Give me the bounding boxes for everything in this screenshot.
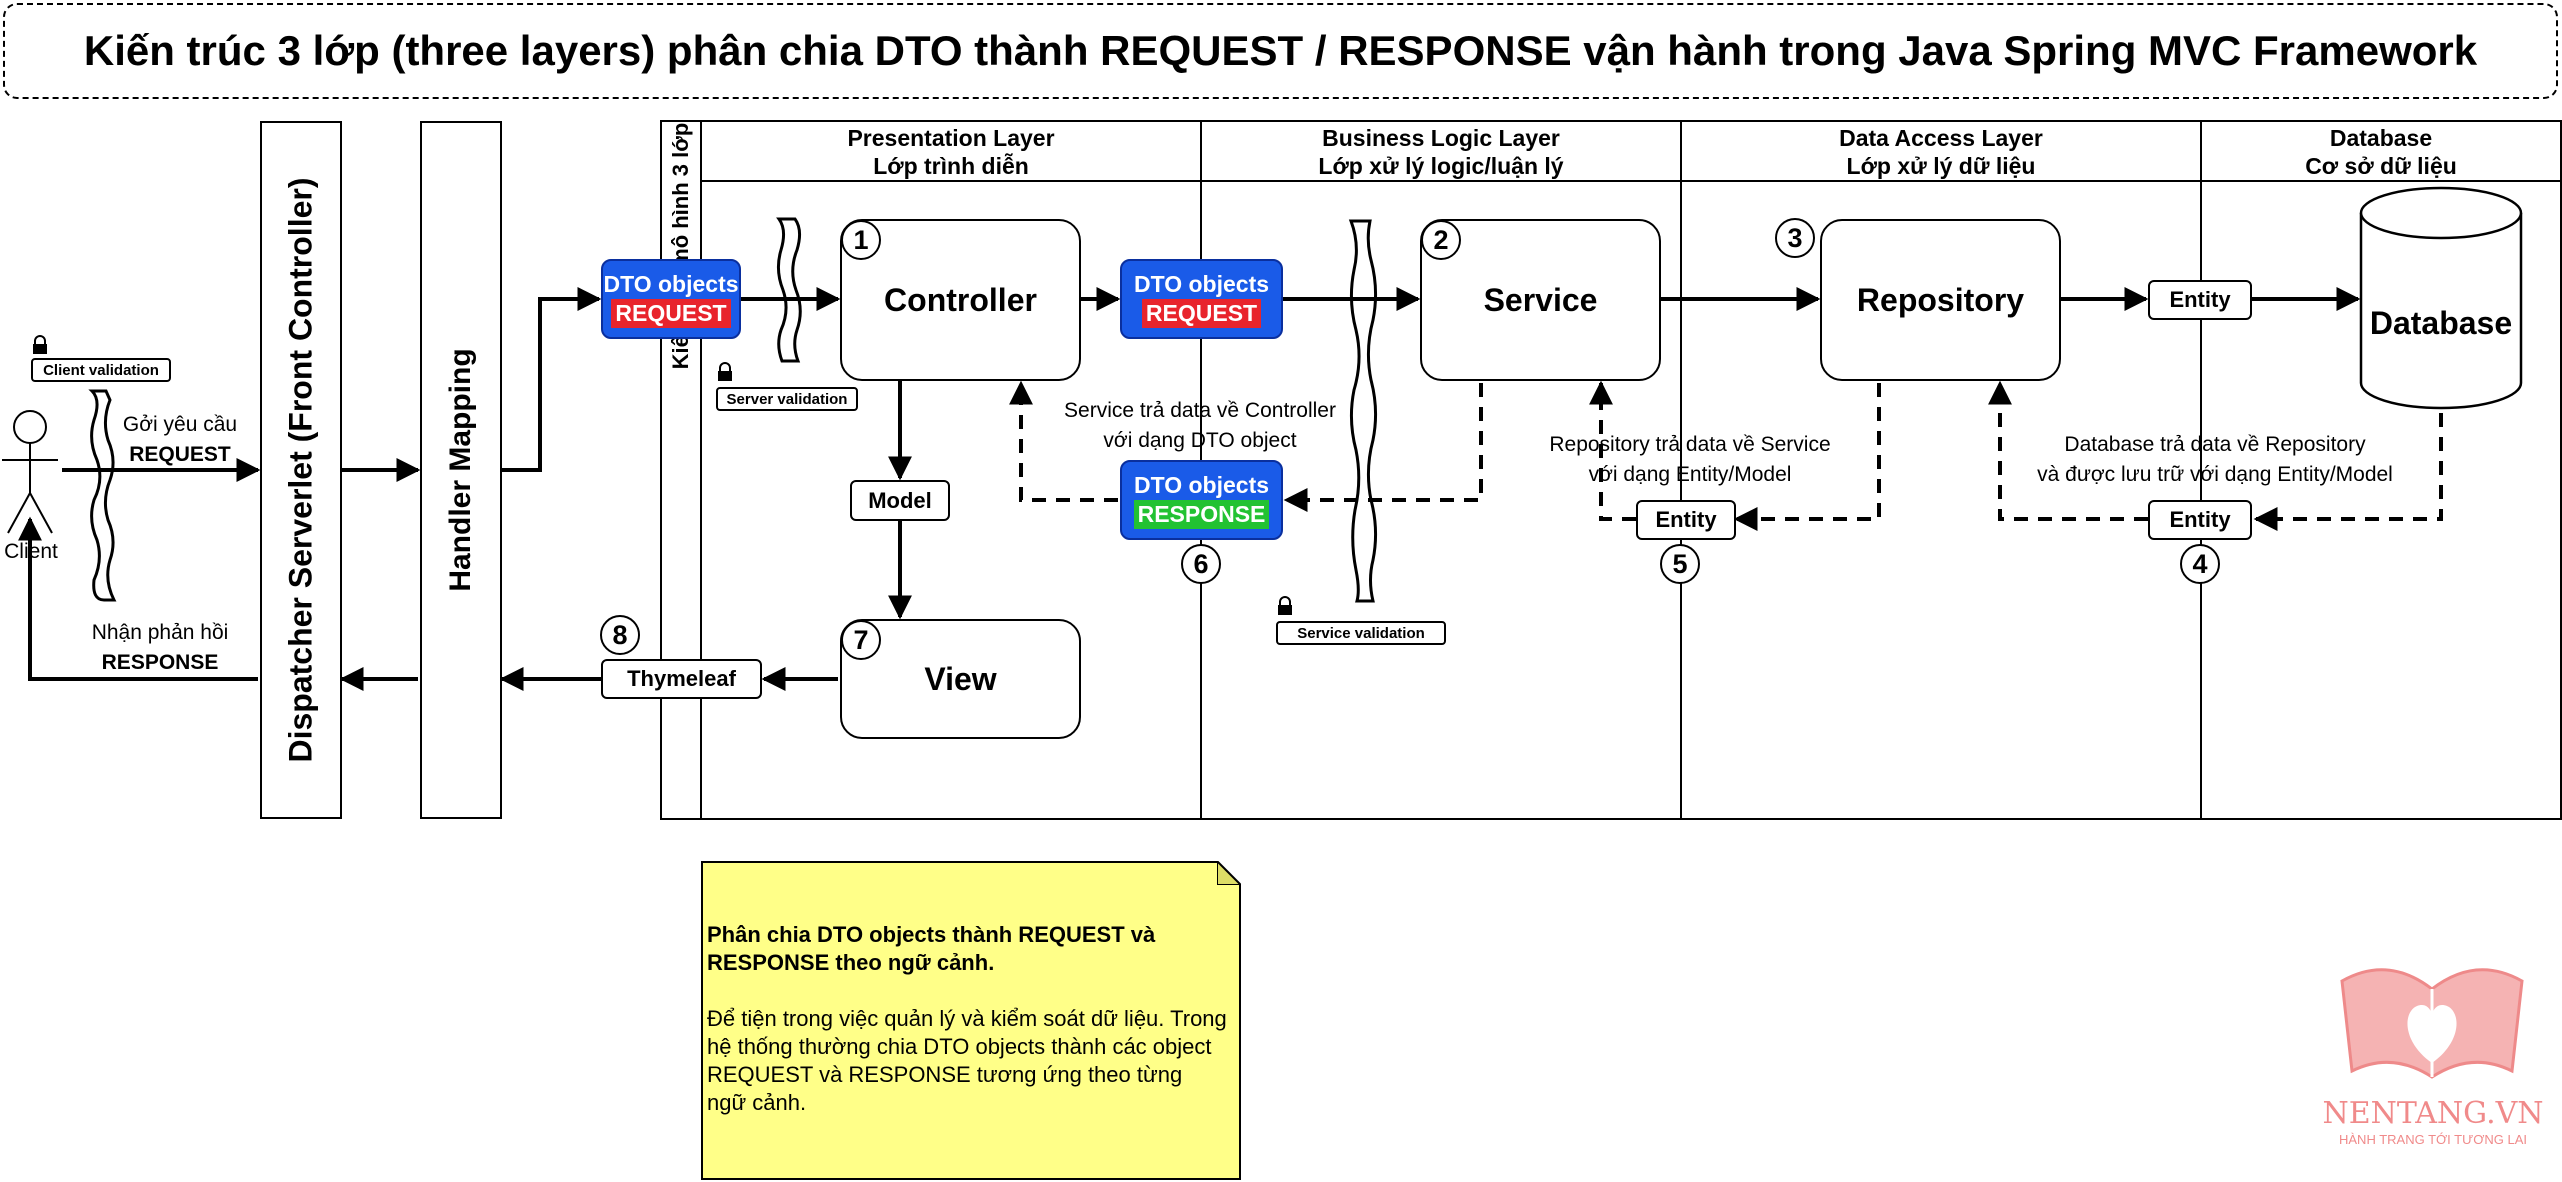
arrow-entity-to-repository <box>1988 380 2148 521</box>
arrow-database-to-entity <box>2253 413 2443 531</box>
lane-header-line1: Data Access Layer <box>1839 125 2043 151</box>
lane-header-line2: Cơ sở dữ liệu <box>2305 153 2457 179</box>
service-validation-bar <box>1348 219 1378 603</box>
step-8-badge: 8 <box>600 615 640 655</box>
request-label-line2: REQUEST <box>129 443 231 466</box>
dto-title: DTO objects <box>1133 472 1270 498</box>
request-label-line1: Gởi yêu cầu <box>122 413 238 436</box>
handler-mapping-label: Handler Mapping <box>444 348 477 592</box>
thymeleaf-tag: Thymeleaf <box>601 659 762 699</box>
label-repo-to-service: Repository trả data về Service với dạng … <box>1530 430 1850 490</box>
server-lock-icon <box>718 362 732 381</box>
note-heading: Phân chia DTO objects thành REQUEST và R… <box>707 922 1156 975</box>
dto-title: DTO objects <box>603 271 739 297</box>
label-line1: Database trả data về Repository <box>2064 433 2366 456</box>
watermark-brand: NENTANG.VN <box>2322 1096 2544 1131</box>
client-label: Client <box>4 540 58 563</box>
step-4-badge: 4 <box>2180 544 2220 584</box>
arrow-response-to-client <box>18 516 258 681</box>
entity-tag-return-repo: Entity <box>2148 500 2252 540</box>
dispatcher-servlet[interactable]: Dispatcher Serverlet (Front Controller) <box>260 121 342 819</box>
model-tag: Model <box>850 480 950 521</box>
client-lock-icon <box>33 335 47 354</box>
pool-title-wrap: Kiến trúc mô hình 3 lớp <box>661 121 701 819</box>
dto-response-business[interactable]: DTO objects RESPONSE <box>1120 460 1283 540</box>
lane-header-database: Database Cơ sở dữ liệu <box>2201 124 2561 180</box>
watermark-tagline: HÀNH TRANG TỚI TƯƠNG LAI <box>2339 1132 2527 1147</box>
validation-bars <box>88 217 1378 603</box>
arrow-handler-to-dto <box>502 287 602 472</box>
lane-header-business: Business Logic Layer Lớp xử lý logic/luậ… <box>1201 124 1681 180</box>
step-6-badge: 6 <box>1181 544 1221 584</box>
client-validation-tag: Client validation <box>31 358 171 382</box>
dto-request-presentation[interactable]: DTO objects REQUEST <box>601 259 741 339</box>
step-2-badge: 2 <box>1421 220 1461 260</box>
lane-header-presentation: Presentation Layer Lớp trình diễn <box>701 124 1201 180</box>
dispatcher-label: Dispatcher Serverlet (Front Controller) <box>282 177 319 763</box>
label-line1: Service trả data về Controller <box>1064 399 1336 422</box>
request-label: Gởi yêu cầu REQUEST <box>110 410 250 470</box>
arrow-dto-response-to-controller <box>1009 380 1118 502</box>
note-body: Để tiện trong việc quản lý và kiểm soát … <box>707 1006 1227 1115</box>
response-label: Nhận phản hồi RESPONSE <box>70 618 250 678</box>
database-cylinder <box>2359 186 2523 410</box>
pool-frame <box>660 120 2562 820</box>
server-validation-bar <box>776 217 802 363</box>
nentang-logo-icon <box>2340 968 2524 1079</box>
dto-request-label: REQUEST <box>1141 299 1262 328</box>
arrow-service-to-dto-response <box>1283 383 1483 512</box>
lane-header-line2: Lớp xử lý dữ liệu <box>1846 153 2036 179</box>
note-fold-icon <box>1217 861 1241 885</box>
label-service-to-controller: Service trả data về Controller với dạng … <box>1040 396 1360 456</box>
lane-header-line2: Lớp xử lý logic/luận lý <box>1318 153 1564 179</box>
lane-header-line1: Business Logic Layer <box>1322 125 1560 151</box>
label-line2: với dạng DTO object <box>1103 429 1297 452</box>
note-content: Phân chia DTO objects thành REQUEST và R… <box>707 921 1227 1117</box>
client-validation-bar <box>88 389 117 602</box>
label-line2: và được lưu trữ với dạng Entity/Model <box>2037 463 2393 486</box>
entity-tag-return-service: Entity <box>1636 500 1736 540</box>
diagram-title: Kiến trúc 3 lớp (three layers) phân chia… <box>3 3 2558 99</box>
dto-title: DTO objects <box>1133 271 1270 297</box>
client-actor-icon <box>2 410 58 534</box>
entity-tag-forward: Entity <box>2148 280 2252 320</box>
label-db-to-repo: Database trả data về Repository và được … <box>2000 430 2430 490</box>
repository-node[interactable]: Repository <box>1820 219 2061 381</box>
label-line1: Repository trả data về Service <box>1549 433 1831 456</box>
response-label-line2: RESPONSE <box>101 651 219 674</box>
step-3-badge: 3 <box>1775 218 1815 258</box>
server-validation-tag: Server validation <box>716 387 858 411</box>
step-1-badge: 1 <box>841 220 881 260</box>
response-label-line1: Nhận phản hồi <box>91 621 229 644</box>
label-line2: với dạng Entity/Model <box>1588 463 1792 486</box>
service-node[interactable]: Service <box>1420 219 1661 381</box>
arrow-entity-to-service <box>1589 380 1636 521</box>
note-box: Phân chia DTO objects thành REQUEST và R… <box>701 861 1241 1180</box>
service-validation-tag: Service validation <box>1276 621 1446 645</box>
lane-header-line2: Lớp trình diễn <box>873 153 1029 179</box>
service-lock-icon <box>1278 596 1292 615</box>
controller-node[interactable]: Controller <box>840 219 1081 381</box>
step-5-badge: 5 <box>1660 544 1700 584</box>
handler-mapping[interactable]: Handler Mapping <box>420 121 502 819</box>
database-label[interactable]: Database <box>2369 305 2513 341</box>
lane-header-line1: Presentation Layer <box>847 125 1055 151</box>
lane-header-data-access: Data Access Layer Lớp xử lý dữ liệu <box>1681 124 2201 180</box>
lane-header-line1: Database <box>2329 125 2433 151</box>
step-7-badge: 7 <box>841 620 881 660</box>
dto-response-label: RESPONSE <box>1133 500 1270 529</box>
dto-request-business[interactable]: DTO objects REQUEST <box>1120 259 1283 339</box>
dto-request-label: REQUEST <box>611 299 731 328</box>
